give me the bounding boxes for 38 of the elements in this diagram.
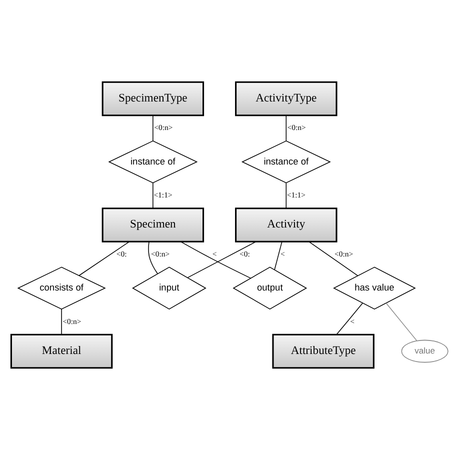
node-box: Activity (235, 208, 338, 242)
node-box: Specimen (102, 208, 204, 242)
node-ellipse: value (401, 340, 448, 363)
node-box: Material (10, 334, 113, 369)
node-diamond: has value (333, 266, 416, 310)
node-diamond: input (132, 266, 206, 310)
connector (336, 302, 363, 335)
connector (78, 241, 130, 276)
edge-label: < (212, 249, 217, 258)
edge-label: <1:1> (286, 190, 306, 200)
connector (180, 241, 252, 279)
node-diamond: instance of (108, 140, 198, 184)
edge-label: < (350, 316, 355, 326)
connector (308, 241, 358, 276)
edge-label: <0:n> (62, 316, 82, 326)
connector (274, 242, 282, 270)
edge-label: <0:n> (150, 249, 170, 258)
node-box: ActivityType (235, 81, 338, 116)
edge-label: < (280, 249, 285, 258)
node-diamond: instance of (241, 140, 331, 184)
connector (61, 308, 62, 335)
edge-label: <0:n> (154, 123, 173, 132)
connector (286, 182, 287, 209)
edge-label: <0:n> (334, 249, 354, 258)
node-box: SpecimenType (102, 81, 204, 116)
connector (152, 115, 154, 142)
connector (286, 115, 287, 142)
connector (152, 182, 154, 209)
connector (187, 241, 256, 278)
node-diamond: output (232, 266, 308, 310)
node-diamond: consists of (17, 266, 106, 310)
edge-label: <0: (116, 249, 127, 258)
connector (386, 302, 418, 342)
edge-label: <1:1> (154, 190, 172, 200)
edge-label: <0:n> (287, 123, 306, 132)
edge-label: <0: (240, 249, 250, 258)
connector (148, 241, 158, 274)
node-box: AttributeType (272, 334, 374, 369)
